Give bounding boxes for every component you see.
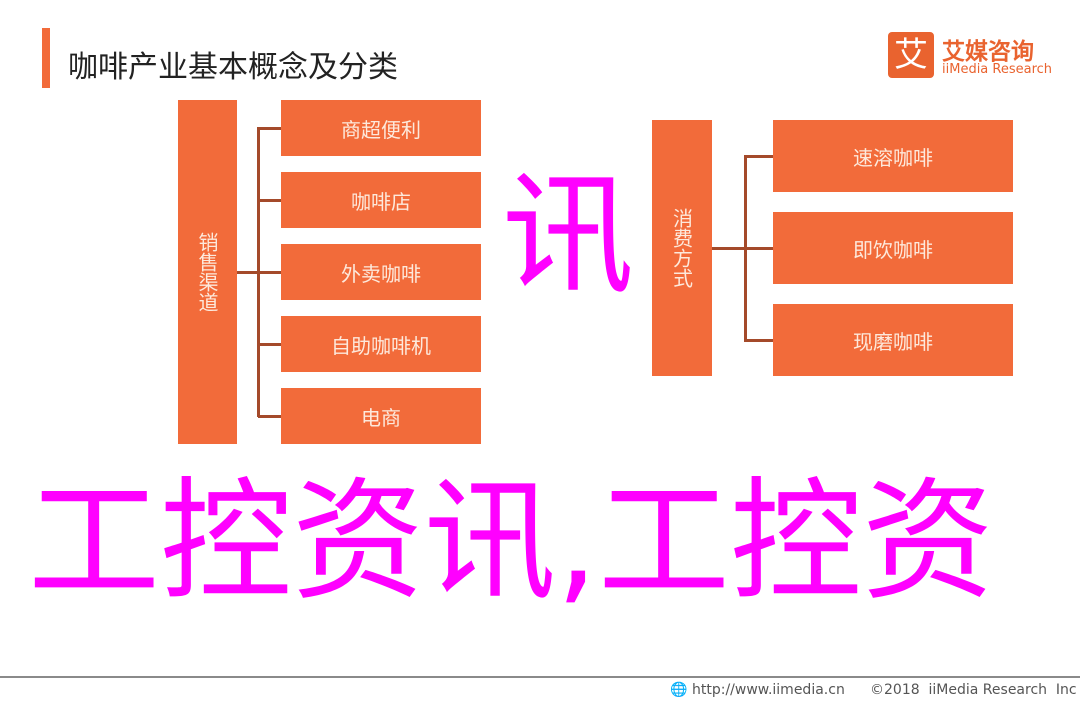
watermark-line1: 工控资讯,工控资 bbox=[28, 465, 994, 619]
channel-box: 商超便利 bbox=[281, 100, 481, 156]
watermark-line2: 讯 bbox=[502, 159, 634, 313]
connector bbox=[258, 415, 281, 418]
logo-name-en: iiMedia Research bbox=[942, 62, 1053, 77]
footer-divider bbox=[0, 676, 1080, 678]
logo-name-cn: 艾媒咨询 bbox=[942, 39, 1034, 65]
logo-mark: 艾 bbox=[888, 32, 934, 78]
channel-box: 外卖咖啡 bbox=[281, 244, 481, 300]
connector bbox=[237, 271, 258, 274]
consumption-box: 现磨咖啡 bbox=[773, 304, 1013, 376]
footer-url: http://www.iimedia.cn bbox=[692, 682, 845, 698]
connector bbox=[258, 271, 281, 274]
connector bbox=[258, 199, 281, 202]
title-accent-bar bbox=[42, 28, 50, 88]
globe-icon: 🌐 bbox=[670, 682, 688, 698]
connector bbox=[712, 247, 745, 250]
channel-box: 咖啡店 bbox=[281, 172, 481, 228]
consumption-box: 速溶咖啡 bbox=[773, 120, 1013, 192]
channel-box: 电商 bbox=[281, 388, 481, 444]
consumption-box: 即饮咖啡 bbox=[773, 212, 1013, 284]
page-title: 咖啡产业基本概念及分类 bbox=[68, 50, 398, 85]
right-category-box: 消费方式 bbox=[652, 120, 712, 376]
connector bbox=[745, 155, 773, 158]
connector bbox=[745, 247, 773, 250]
footer-copyright: ©2018 iiMedia Research Inc bbox=[870, 682, 1077, 698]
left-category-box: 销售渠道 bbox=[178, 100, 237, 444]
channel-box: 自助咖啡机 bbox=[281, 316, 481, 372]
connector bbox=[258, 343, 281, 346]
connector bbox=[258, 127, 281, 130]
connector bbox=[745, 339, 773, 342]
